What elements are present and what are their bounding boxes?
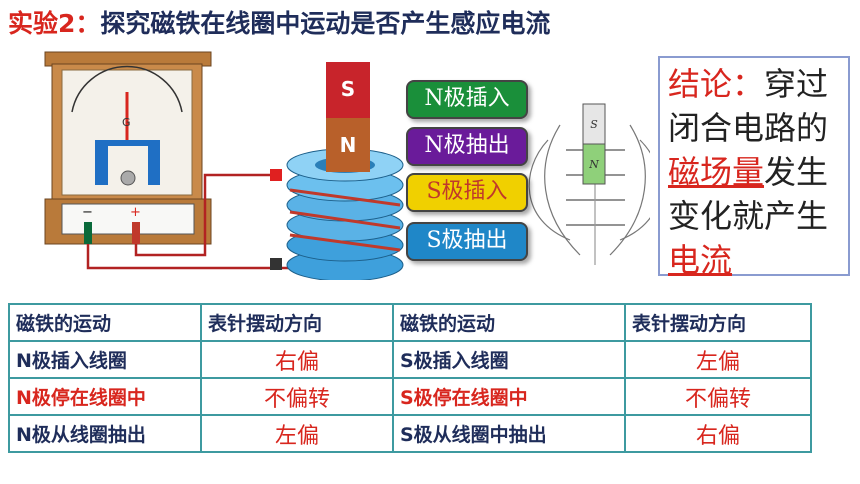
conclusion-keyword-field: 磁场量 [668, 153, 765, 191]
conclusion-label: 结论： [668, 65, 765, 103]
magnet-n-label: N [340, 133, 357, 157]
header-motion-2: 磁铁的运动 [392, 303, 626, 342]
n-result-cell: 左偏 [200, 414, 394, 453]
n-result-cell: 不偏转 [200, 377, 394, 416]
conclusion-line-4: 变化就产生 [668, 197, 829, 235]
header-needle-1: 表针摆动方向 [200, 303, 394, 342]
header-needle-2: 表针摆动方向 [624, 303, 812, 342]
table-row: N极插入线圈 右偏 S极插入线圈 左偏 [8, 340, 812, 379]
experiment-illustration: G − + S N S N [44, 51, 650, 280]
header-motion-1: 磁铁的运动 [8, 303, 202, 342]
table-row: N极停在线圈中 不偏转 S极停在线圈中 不偏转 [8, 377, 812, 416]
s-motion-cell: S极插入线圈 [392, 340, 626, 379]
table-header-row: 磁铁的运动 表针摆动方向 磁铁的运动 表针摆动方向 [8, 303, 812, 342]
conclusion-keyword-current: 电流 [668, 241, 733, 279]
n-pole-extract-button[interactable]: N极抽出 [406, 127, 528, 166]
results-table: 磁铁的运动 表针摆动方向 磁铁的运动 表针摆动方向 N极插入线圈 右偏 S极插入… [8, 303, 812, 453]
magnet-s-label: S [341, 77, 355, 101]
conclusion-line-2: 闭合电路的 [668, 109, 829, 147]
s-result-cell: 左偏 [624, 340, 812, 379]
small-magnet-s-label: S [590, 118, 598, 131]
s-motion-cell: S极从线圈中抽出 [392, 414, 626, 453]
n-motion-cell: N极插入线圈 [8, 340, 202, 379]
meter-g-label: G [122, 116, 131, 129]
title-tag: 实验2： [8, 9, 101, 38]
s-result-cell: 右偏 [624, 414, 812, 453]
meter-minus-label: − [82, 205, 93, 220]
coil [286, 148, 404, 280]
s-motion-cell: S极停在线圈中 [392, 377, 626, 416]
table-row: N极从线圈抽出 左偏 S极从线圈中抽出 右偏 [8, 414, 812, 453]
meter-plus-label: + [130, 205, 141, 220]
small-magnet-n-label: N [588, 158, 599, 171]
s-pole-insert-button[interactable]: S极插入 [406, 173, 528, 212]
n-motion-cell: N极停在线圈中 [8, 377, 202, 416]
conclusion-text-3: 发生 [764, 153, 829, 191]
n-motion-cell: N极从线圈抽出 [8, 414, 202, 453]
n-pole-insert-button[interactable]: N极插入 [406, 80, 528, 119]
page-title: 实验2：探究磁铁在线圈中运动是否产生感应电流 [8, 4, 550, 40]
s-pole-extract-button[interactable]: S极抽出 [406, 222, 528, 261]
conclusion-text-1: 穿过 [764, 65, 829, 103]
n-result-cell: 右偏 [200, 340, 394, 379]
s-result-cell: 不偏转 [624, 377, 812, 416]
galvanometer: G − + [44, 51, 212, 245]
conclusion-box: 结论：穿过 闭合电路的 磁场量发生 变化就产生 电流 [658, 56, 850, 279]
title-text: 探究磁铁在线圈中运动是否产生感应电流 [100, 9, 551, 38]
bar-magnet: S N [326, 62, 370, 172]
